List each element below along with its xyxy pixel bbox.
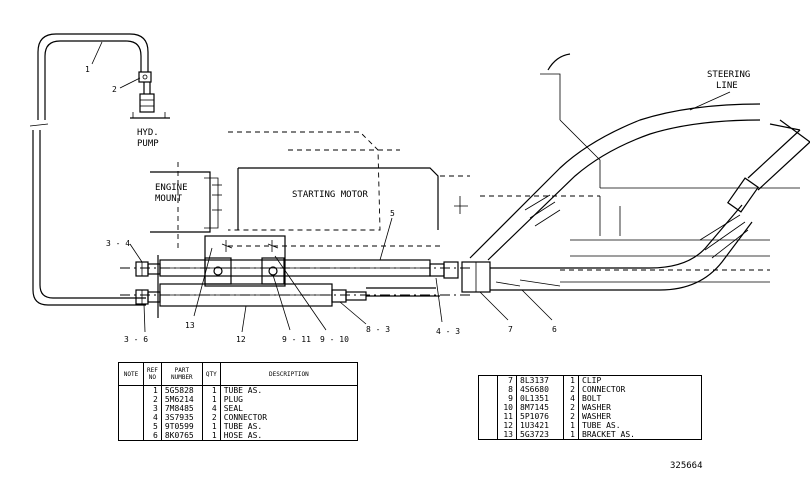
callout-2: 2 xyxy=(112,77,141,94)
drawing-number: 325664 xyxy=(670,461,703,471)
callout-7: 7 xyxy=(479,291,513,334)
bracket-13 xyxy=(204,235,286,287)
svg-text:8 - 3: 8 - 3 xyxy=(366,325,390,334)
callout-1: 1 xyxy=(85,41,103,74)
tube-12 xyxy=(120,283,470,307)
callout-12: 12 xyxy=(236,305,247,344)
svg-text:12: 12 xyxy=(236,335,246,344)
frame-outline xyxy=(454,53,800,283)
tube-1 xyxy=(29,33,149,306)
svg-text:3 - 6: 3 - 6 xyxy=(124,335,148,344)
callout-8-3: 8 - 3 xyxy=(339,301,390,334)
callout-3-4: 3 - 4 xyxy=(106,239,143,263)
engine-mount-label-2: MOUNT xyxy=(155,194,183,204)
hose-6 xyxy=(490,119,810,291)
svg-text:6: 6 xyxy=(552,325,557,334)
header-description: DESCRIPTION xyxy=(220,362,358,386)
tube-5 xyxy=(120,259,470,277)
callout-9-10: 9 - 10 xyxy=(274,255,349,344)
parts-table-a: NOTE REF NO PART NUMBER QTY DESCRIPTION … xyxy=(118,362,358,441)
left-fittings xyxy=(135,255,161,318)
callout-4-3: 4 - 3 xyxy=(435,277,460,336)
steering-line-label-1: STEERING xyxy=(707,70,750,80)
callout-6: 6 xyxy=(521,289,557,334)
header-part-number: PART NUMBER xyxy=(161,362,203,386)
steering-line xyxy=(469,91,761,261)
callout-9-11: 9 - 11 xyxy=(272,274,311,344)
svg-text:9 - 11: 9 - 11 xyxy=(282,335,311,344)
header-note: NOTE xyxy=(118,362,144,386)
table-header-row: NOTE REF NO PART NUMBER QTY DESCRIPTION xyxy=(118,362,358,386)
svg-text:5: 5 xyxy=(390,209,395,218)
right-fittings xyxy=(331,261,491,303)
engine-mount-label-1: ENGINE xyxy=(155,183,188,193)
header-ref-no: REF NO xyxy=(143,362,162,386)
callout-3-6: 3 - 6 xyxy=(124,303,148,344)
header-qty: QTY xyxy=(202,362,221,386)
hyd-pump-label-1: HYD. xyxy=(137,128,159,138)
svg-text:13: 13 xyxy=(185,321,195,330)
callout-5: 5 xyxy=(379,209,395,261)
svg-text:2: 2 xyxy=(112,85,117,94)
engine-mount xyxy=(150,162,222,250)
svg-text:9 - 10: 9 - 10 xyxy=(320,335,349,344)
svg-text:7: 7 xyxy=(508,325,513,334)
callout-13: 13 xyxy=(185,247,213,330)
pump-fitting xyxy=(130,71,170,119)
steering-line-label-2: LINE xyxy=(716,81,738,91)
svg-text:1: 1 xyxy=(85,65,90,74)
starting-motor xyxy=(228,131,470,247)
starting-motor-label: STARTING MOTOR xyxy=(292,190,368,200)
svg-text:3 - 4: 3 - 4 xyxy=(106,239,130,248)
svg-text:4 - 3: 4 - 3 xyxy=(436,327,460,336)
hyd-pump-label-2: PUMP xyxy=(137,139,159,149)
